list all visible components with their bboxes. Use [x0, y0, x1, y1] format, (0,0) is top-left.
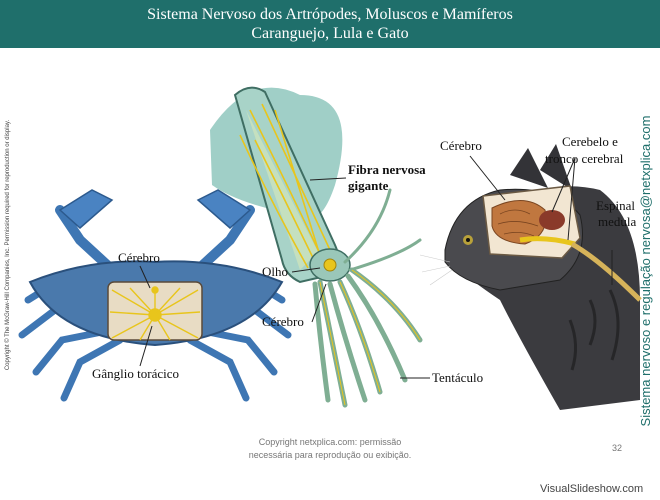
side-site-text: Sistema nervoso e regulação nervosa@netx… — [638, 91, 656, 451]
side-copyright: Copyright © The McGraw-Hill Companies, I… — [5, 65, 15, 425]
cat-cerebellum-label-2: tronco cerebral — [545, 151, 623, 167]
title-line-1: Sistema Nervoso dos Artrópodes, Moluscos… — [0, 5, 660, 24]
title-line-2: Caranguejo, Lula e Gato — [0, 24, 660, 43]
squid-giant-fiber-label-2: gigante — [348, 178, 388, 194]
footer-line-1: Copyright netxplica.com: permissão — [210, 436, 450, 449]
page-number: 32 — [612, 443, 622, 453]
illustration — [0, 48, 660, 448]
squid-eye-label: Olho — [262, 264, 288, 280]
title-banner: Sistema Nervoso dos Artrópodes, Moluscos… — [0, 0, 660, 48]
cat-spinal-label-1: Espinal — [596, 198, 635, 214]
crab-ganglion-label: Gânglio torácico — [92, 366, 179, 382]
cat-spinal-label-2: medula — [598, 214, 636, 230]
footer-line-2: necessária para reprodução ou exibição. — [210, 449, 450, 462]
squid-illustration — [210, 88, 420, 405]
cat-cerebellum-label-1: Cerebelo e — [562, 134, 618, 150]
squid-giant-fiber-label-1: Fibra nervosa — [348, 162, 426, 178]
squid-tentacle-label: Tentáculo — [432, 370, 483, 386]
watermark: VisualSlideshow.com — [540, 483, 643, 495]
cat-brain-label: Cérebro — [440, 138, 482, 154]
crab-brain-label: Cérebro — [118, 250, 160, 266]
squid-brain-label: Cérebro — [262, 314, 304, 330]
footer-copyright: Copyright netxplica.com: permissão neces… — [210, 436, 450, 462]
